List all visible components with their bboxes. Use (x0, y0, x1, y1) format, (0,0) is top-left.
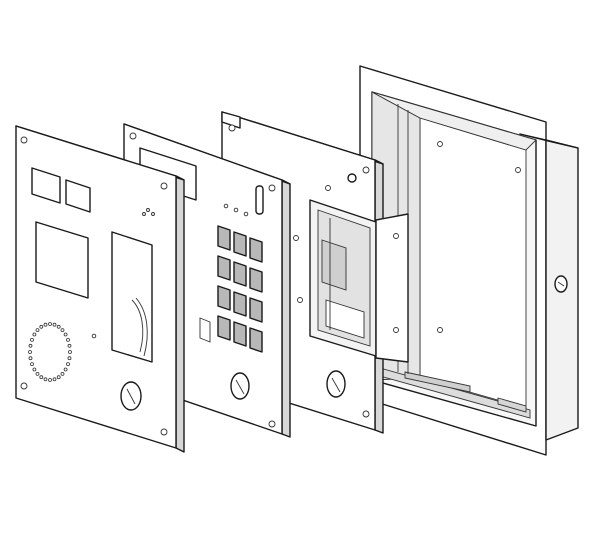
grille-hole (28, 343, 33, 348)
grille-hole (35, 371, 40, 376)
grille-hole (28, 356, 33, 361)
grille-hole (30, 362, 34, 367)
grille-hole (43, 377, 48, 382)
grille-hole (48, 322, 52, 326)
front-plate (15, 125, 185, 453)
grille-hole (32, 367, 37, 372)
grille-hole (56, 324, 61, 329)
grille-hole (60, 371, 65, 376)
speaker-grille (28, 322, 72, 382)
grille-hole (68, 350, 72, 354)
grille-hole (66, 337, 70, 342)
grille-hole (28, 350, 32, 354)
grille-hole (48, 378, 52, 382)
grille-hole (56, 375, 61, 380)
grille-hole (32, 332, 37, 337)
grille-hole (52, 377, 57, 382)
grille-hole (67, 356, 72, 361)
grille-hole (35, 328, 40, 333)
grille-hole (30, 337, 34, 342)
grille-hole (63, 367, 68, 372)
grille-hole (60, 328, 65, 333)
grille-hole (67, 343, 72, 348)
grille-hole (39, 324, 44, 329)
grille-hole (52, 322, 57, 327)
grille-hole (43, 322, 48, 327)
grille-hole (39, 375, 44, 380)
grille-hole (63, 332, 68, 337)
grille-hole (66, 362, 70, 367)
keypad-keys (217, 225, 263, 353)
